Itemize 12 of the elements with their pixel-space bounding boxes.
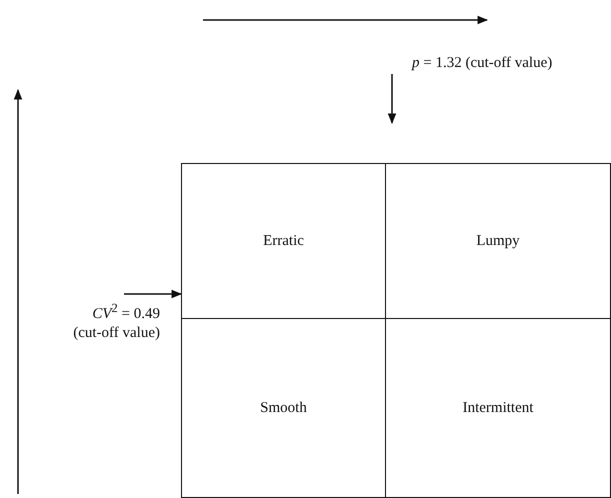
quadrant-cell bbox=[181, 163, 386, 319]
quadrant-label: Intermittent bbox=[462, 400, 534, 416]
cut-off-label: p = 1.32 (cut-off value) bbox=[412, 54, 611, 73]
quadrant-label: Smooth bbox=[260, 400, 307, 416]
quadrant-label: Lumpy bbox=[476, 232, 520, 250]
pointer-arrow bbox=[124, 290, 182, 298]
quadrant-cell bbox=[385, 318, 611, 498]
pointer-arrow bbox=[388, 74, 396, 124]
quadrant-label: Erratic bbox=[263, 232, 304, 250]
cut-off-label: CV$^{2}$ = 0.49 (cut-off value) bbox=[63, 299, 160, 343]
quadrant-cell bbox=[385, 163, 611, 319]
quadrant-cell bbox=[181, 318, 386, 498]
